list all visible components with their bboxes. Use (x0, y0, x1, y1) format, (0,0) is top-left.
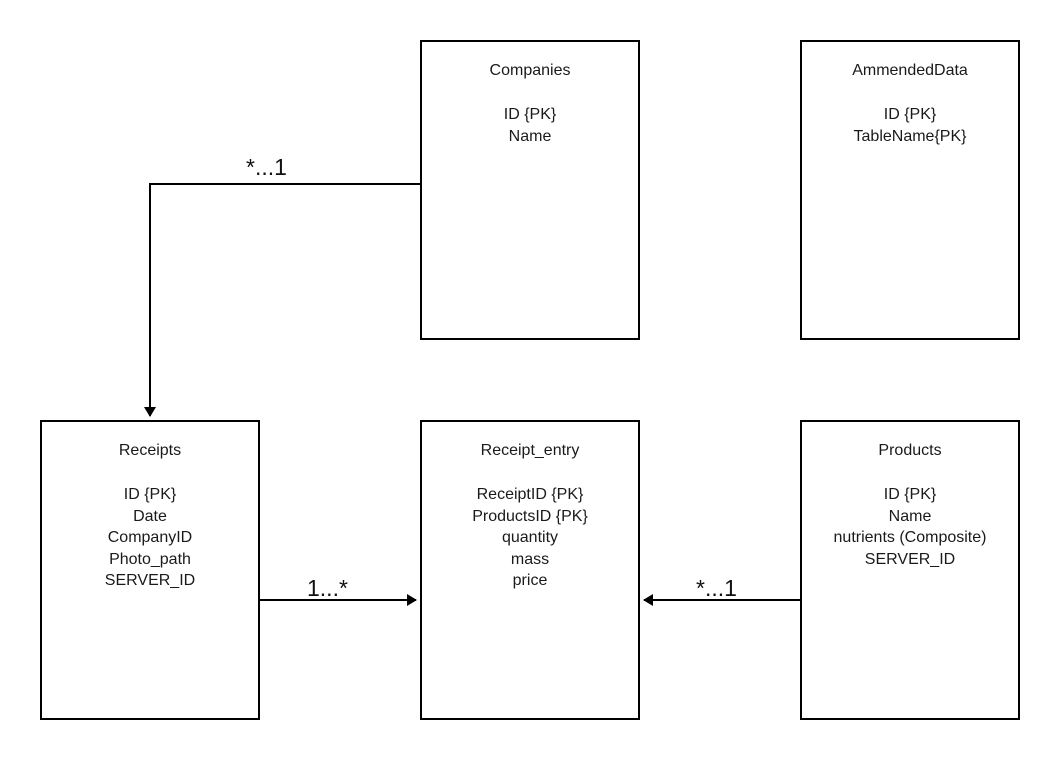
multiplicity-receipts-entry: 1...* (307, 575, 348, 601)
entity-field: nutrients (Composite) (833, 529, 987, 546)
entity-field: CompanyID (107, 529, 193, 546)
companies-to-receipts-connector (144, 183, 420, 417)
entity-field: ID {PK} (883, 486, 937, 503)
entity-companies[interactable]: Companies ID {PK} Name (420, 40, 640, 340)
entity-field: SERVER_ID (864, 550, 956, 568)
entity-title: AmmendedData (852, 62, 968, 79)
entity-title: Products (878, 442, 942, 459)
entity-field: TableName{PK} (853, 127, 967, 145)
entity-title: Receipts (118, 442, 182, 459)
entity-field: mass (510, 550, 550, 568)
multiplicity-products-entry: *...1 (696, 575, 737, 601)
entity-fields: ID {PK} Name (422, 104, 638, 147)
entity-field: ProductsID {PK} (472, 507, 588, 525)
multiplicity-companies-receipts: *...1 (246, 154, 287, 180)
entity-title: Receipt_entry (480, 442, 580, 459)
entity-receipt-entry[interactable]: Receipt_entry ReceiptID {PK} ProductsID … (420, 420, 640, 720)
entity-field: ID {PK} (123, 486, 177, 503)
entity-field: Name (508, 127, 552, 145)
entity-fields: ID {PK} TableName{PK} (802, 104, 1018, 147)
entity-field: ID {PK} (883, 106, 937, 123)
entity-field: SERVER_ID (104, 572, 196, 589)
entity-field: price (512, 572, 548, 589)
entity-field: quantity (501, 529, 559, 546)
entity-field: Photo_path (109, 550, 191, 568)
entity-title: Companies (489, 62, 571, 79)
entity-fields: ID {PK} Name nutrients (Composite) SERVE… (802, 484, 1018, 570)
entity-field: Date (133, 507, 167, 525)
entity-products[interactable]: Products ID {PK} Name nutrients (Composi… (800, 420, 1020, 720)
entity-ammended-data[interactable]: AmmendedData ID {PK} TableName{PK} (800, 40, 1020, 340)
entity-fields: ReceiptID {PK} ProductsID {PK} quantity … (422, 484, 638, 592)
entity-fields: ID {PK} Date CompanyID Photo_path SERVER… (42, 484, 258, 592)
entity-field: ReceiptID {PK} (476, 486, 584, 503)
entity-field: Name (888, 507, 932, 525)
entity-field: ID {PK} (503, 106, 557, 123)
entity-receipts[interactable]: Receipts ID {PK} Date CompanyID Photo_pa… (40, 420, 260, 720)
